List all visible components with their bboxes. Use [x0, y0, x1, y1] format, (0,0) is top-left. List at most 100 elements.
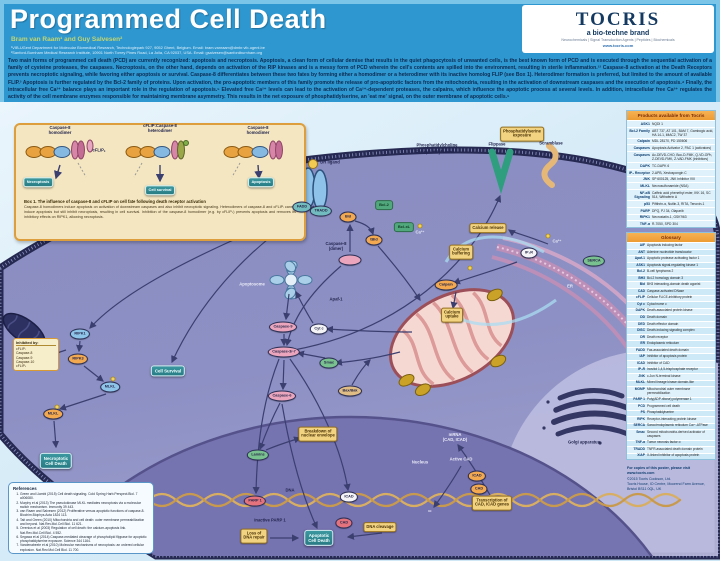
- glossary-abbr: MLKL: [635, 380, 645, 385]
- glossary-definition: Second mitochondria-derived activator of…: [647, 430, 705, 438]
- glossary-definition: Programmed cell death: [647, 403, 680, 408]
- glossary-abbr: PARP 1: [633, 397, 645, 402]
- product-compounds-value: Ac-DEVD-CHO, Boc-D-FMK, Q-VD-OPh, Z-DEVD…: [652, 152, 713, 162]
- glossary-abbr: AIF: [639, 242, 645, 247]
- glossary-definition: X-linked inhibitor of apoptosis protein: [647, 453, 700, 458]
- logo-url: www.tocris.com: [602, 43, 634, 48]
- product-target-label: NF-κB Signaling: [634, 190, 650, 200]
- glossary-definition: Bcl-2 homology domain 3: [647, 275, 683, 280]
- glossary-panel-title: Glossary: [627, 233, 715, 243]
- glossary-definition: Mixed lineage kinase domain-like: [647, 380, 694, 385]
- glossary-abbr: DISC: [637, 328, 645, 333]
- glossary-definition: Apoptotic protease activating factor 1: [647, 256, 700, 261]
- glossary-definition: Apoptosis inducing factor: [647, 242, 683, 247]
- glossary-definition: BH3 interacting-domain death agonist: [647, 282, 701, 287]
- biotechne-brand-line: a bio-techne brand: [586, 30, 650, 37]
- glossary-definition: Inhibitor of apoptosis protein: [647, 354, 688, 359]
- glossary-abbr: XIAP: [637, 453, 645, 458]
- box1-caption: Box 1. The influence of caspase-8 and cF…: [24, 199, 296, 219]
- product-target-label: MLKL: [640, 184, 650, 189]
- glossary-definition: Endoplasmic reticulum: [647, 341, 680, 346]
- caspase8-homodimer-complex-left: [25, 139, 94, 160]
- glossary-definition: Death receptor: [647, 334, 669, 339]
- glossary-definition: Tumor necrosis factor α: [647, 440, 681, 445]
- glossary-definition: Poly(ADP-ribose) polymerase 1: [647, 397, 692, 402]
- product-target-label: Caspases: [633, 152, 650, 157]
- glossary-abbr: DR: [640, 334, 645, 339]
- references-title: References: [13, 486, 37, 491]
- product-target-label: ASK1: [640, 121, 650, 126]
- reference-item: Segawa et al (2014) Caspase-mediated cle…: [20, 535, 149, 544]
- glossary-abbr: SERCA: [633, 423, 645, 428]
- product-compounds-value: TC-DAPK 6: [652, 163, 670, 168]
- glossary-definition: Receptor-interacting protein kinase: [647, 416, 697, 421]
- reference-item: Orrenius et al (2003) Regulation of cell…: [20, 526, 149, 535]
- logo-tagline: Neurochemicals | Signal Transduction Age…: [561, 38, 675, 42]
- product-compounds-value: Pifithrin-α, Nutlin-3, RITA, Tenovin-1: [652, 201, 705, 206]
- inhibited-by-item: cFLIPₛ: [16, 364, 27, 368]
- product-target-label: TNF-α: [639, 222, 650, 227]
- references-list: Green and Llambi (2015) Cell death signa…: [13, 492, 149, 552]
- inactive-path-dashes: [77, 162, 241, 178]
- glossary-definition: Cytochrome c: [647, 301, 667, 306]
- affiliations: ¹VIB-UGent Department for Molecular Biom…: [11, 45, 265, 56]
- glossary-definition: Adenine nucleotide translocator: [647, 249, 692, 254]
- page-title: Programmed Cell Death: [10, 4, 327, 34]
- product-compounds-value: 2-APB, Xestospongin C: [652, 170, 687, 175]
- product-compounds-value: MDL 28170, PD 150606: [652, 139, 688, 144]
- product-compounds-value: Caffeic acid phenethyl ester, IKK 16, SC…: [652, 190, 711, 199]
- product-compounds-value: NQDI 1: [652, 121, 663, 126]
- tocris-logo-wordmark: TOCRIS: [575, 9, 661, 30]
- glossary-definition: Caspase-activated DNase: [647, 288, 685, 293]
- intro-paragraph: Two main forms of programmed cell death …: [8, 58, 712, 101]
- glossary-abbr: PCD: [638, 403, 645, 408]
- product-compounds-value: ABT 737, AT 101, BAM 7, Gambogic acid, H…: [652, 128, 714, 137]
- glossary-abbr: ER: [640, 341, 645, 346]
- affiliation-1: ¹VIB-UGent Department for Molecular Biom…: [11, 45, 265, 50]
- glossary-abbr: JNK: [638, 373, 645, 378]
- glossary-abbr: Cyt c: [636, 301, 645, 306]
- reference-item: Tait and Green (2010) Mitochondria and c…: [20, 518, 149, 527]
- reference-item: Green and Llambi (2015) Cell death signa…: [20, 492, 149, 501]
- product-target-label: Calpain: [637, 139, 650, 144]
- reference-item: Murphy et al (2013) The pseudokinase MLK…: [20, 501, 149, 510]
- glossary-abbr: cFLIP: [636, 295, 645, 300]
- product-compounds-value: Necrostatin-1, GSK'963: [652, 215, 687, 220]
- product-target-label: Caspases: [633, 146, 650, 151]
- glossary-definition: TNFR-associated death domain protein: [647, 446, 703, 451]
- sidebar-footer-line: For copies of this poster, please visit …: [627, 466, 691, 476]
- glossary-definition: c-Jun N-terminal kinase: [647, 373, 681, 378]
- inhibited-by-title: Inhibited by:: [16, 341, 56, 346]
